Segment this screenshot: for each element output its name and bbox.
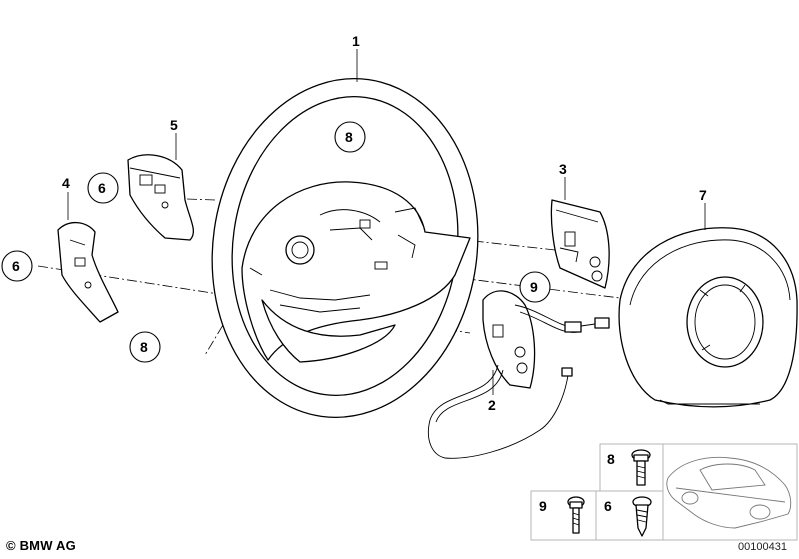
wiring-switch-assembly: [427, 290, 610, 459]
svg-text:8: 8: [345, 129, 353, 145]
leader-lines: [67, 49, 706, 395]
callout-2: 2: [488, 397, 496, 413]
callout-7: 7: [699, 187, 707, 203]
right-switch-cover: [550, 199, 610, 289]
callout-5: 5: [170, 117, 178, 133]
svg-text:6: 6: [98, 180, 106, 196]
inset-label-8: 8: [607, 451, 615, 467]
airbag-module: [618, 227, 798, 408]
callout-3: 3: [559, 161, 567, 177]
car-silhouette-icon: [666, 456, 792, 529]
document-number: 00100431: [738, 541, 787, 553]
bolt-9-icon: [567, 496, 585, 534]
circled-callout-6-lower: 6: [1, 250, 33, 282]
circled-callout-8-lower: 8: [129, 331, 161, 363]
left-paddle: [57, 222, 119, 323]
svg-text:9: 9: [530, 279, 538, 295]
fastener-inset: 8 9 6: [530, 443, 798, 541]
inset-label-9: 9: [539, 498, 547, 514]
screw-6-icon: [632, 496, 652, 537]
inset-label-6: 6: [604, 498, 612, 514]
circled-callout-8-upper: 8: [334, 121, 366, 153]
callout-1: 1: [352, 33, 360, 49]
svg-text:8: 8: [140, 339, 148, 355]
upper-left-paddle: [127, 154, 194, 241]
bolt-8-icon: [631, 449, 651, 486]
svg-text:6: 6: [12, 258, 20, 274]
circled-callout-9: 9: [519, 271, 551, 303]
callout-4: 4: [62, 175, 70, 191]
circled-callout-6-upper: 6: [87, 172, 119, 204]
steering-wheel: [211, 78, 479, 418]
copyright-notice: © BMW AG: [6, 538, 76, 553]
